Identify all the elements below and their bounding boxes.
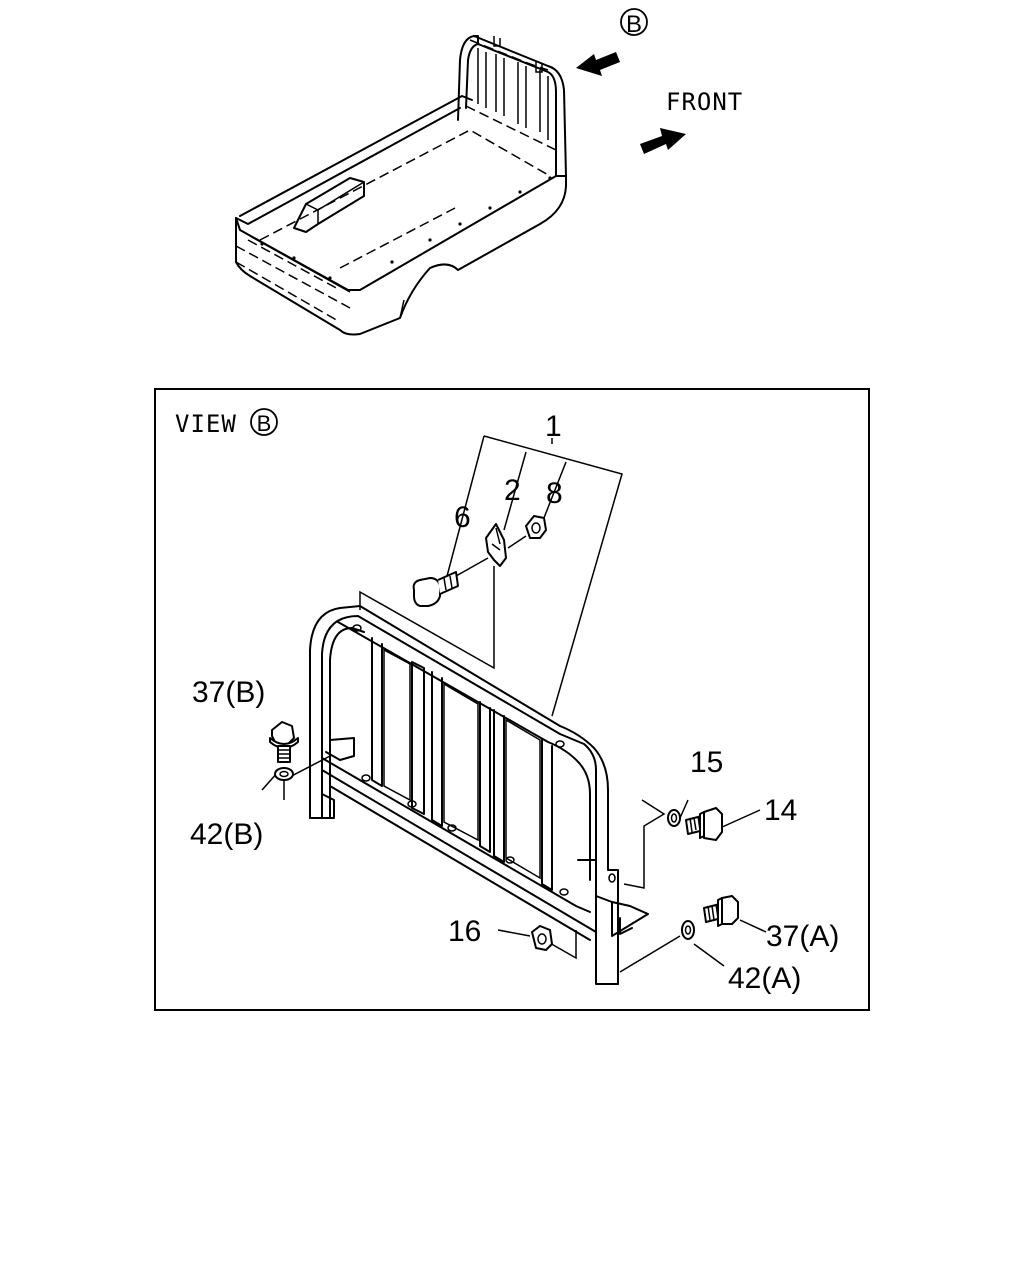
callout-42a: 42(A) (728, 962, 801, 995)
detail-view-frame (154, 388, 870, 1011)
callout-6: 6 (454, 501, 471, 534)
nut-8-icon (525, 515, 547, 539)
view-b-letter: B (626, 11, 642, 38)
callout-15: 15 (690, 746, 723, 779)
front-label: FRONT (666, 88, 743, 116)
callout-16: 16 (448, 915, 481, 948)
callout-37a: 37(A) (766, 920, 839, 953)
detail-view-title-text: VIEW (175, 410, 237, 438)
view-b-marker: B (576, 8, 648, 76)
bolt-6-icon (412, 571, 459, 607)
bolt-37b-icon (269, 721, 299, 763)
callout-2: 2 (504, 474, 521, 507)
washer-15-icon (667, 809, 681, 827)
callout-1: 1 (545, 410, 562, 443)
callout-8: 8 (546, 477, 563, 510)
bracket-2-icon (485, 523, 507, 567)
washer-42a-icon (681, 920, 695, 940)
leader-lines (261, 435, 767, 973)
detail-view-title: VIEW B (175, 408, 278, 438)
front-indicator: FRONT (640, 88, 743, 154)
detail-view-b-circle (250, 408, 278, 436)
washer-42b-icon (274, 767, 294, 781)
view-direction-arrow (576, 52, 620, 76)
truck-bed-overview (235, 35, 567, 336)
bolt-14-icon (685, 807, 723, 841)
nut-16-icon (531, 925, 553, 951)
view-b-circle (620, 8, 648, 36)
bolt-37a-icon (703, 895, 739, 927)
callout-42b: 42(B) (190, 818, 263, 851)
callout-37b: 37(B) (192, 676, 265, 709)
detail-view-b-letter: B (257, 411, 272, 436)
callout-14: 14 (764, 794, 797, 827)
headboard-frame (309, 605, 649, 985)
front-arrow-icon (640, 128, 686, 154)
